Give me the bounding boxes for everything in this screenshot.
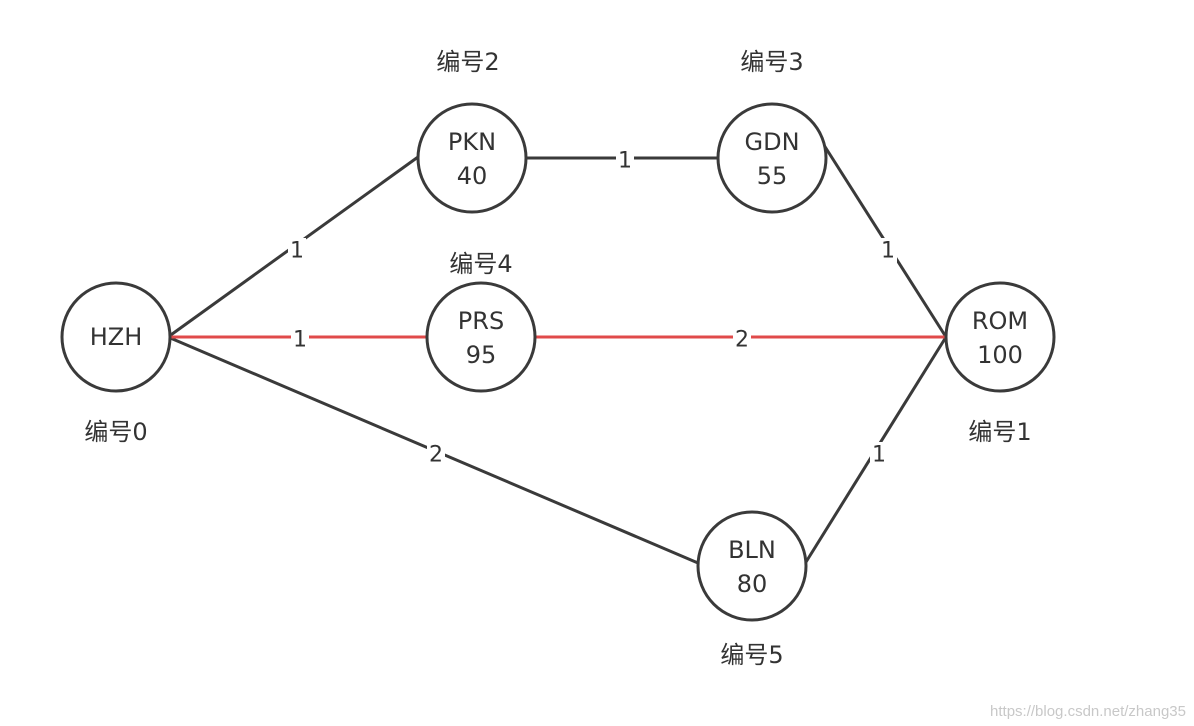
edge-weight-background bbox=[616, 148, 634, 174]
node-circle bbox=[696, 510, 808, 622]
node-id-label-pkn: 编号2 bbox=[436, 48, 499, 76]
edge-weight-pkn-gdn: 1 bbox=[618, 149, 632, 174]
node-pkn: PKN 40 bbox=[416, 102, 528, 214]
edge-weight-hzh-prs: 1 bbox=[293, 328, 307, 353]
edge-weight-gdn-rom: 1 bbox=[881, 239, 895, 264]
node-circle bbox=[425, 281, 537, 393]
node-name: GDN bbox=[744, 128, 799, 156]
weights-layer: 1 1 1 1 2 2 1 bbox=[288, 148, 897, 468]
node-id-label-hzh: 编号0 bbox=[84, 418, 147, 446]
node-id-label-bln: 编号5 bbox=[720, 641, 783, 669]
node-prs: PRS 95 bbox=[425, 281, 537, 393]
node-value: 55 bbox=[757, 162, 788, 190]
node-id-label-gdn: 编号3 bbox=[740, 48, 803, 76]
node-gdn: GDN 55 bbox=[716, 102, 828, 214]
edge-weight-background bbox=[879, 238, 897, 264]
watermark-text: https://blog.csdn.net/zhang35 bbox=[990, 703, 1186, 720]
node-value: 95 bbox=[466, 341, 497, 369]
node-hzh: HZH bbox=[60, 281, 172, 393]
node-name: PRS bbox=[458, 307, 504, 335]
node-bln: BLN 80 bbox=[696, 510, 808, 622]
edge-weight-background bbox=[288, 238, 306, 264]
id-labels-layer: 编号0 编号1 编号2 编号3 编号4 编号5 bbox=[84, 48, 1031, 669]
node-value: 80 bbox=[737, 570, 768, 598]
node-name: BLN bbox=[728, 536, 776, 564]
edge-weight-bln-rom: 1 bbox=[872, 443, 886, 468]
edge-weight-prs-rom: 2 bbox=[735, 328, 749, 353]
edge-weight-background bbox=[427, 442, 445, 468]
edge-weight-hzh-pkn: 1 bbox=[290, 239, 304, 264]
edge-weight-background bbox=[870, 442, 888, 468]
node-name: HZH bbox=[90, 323, 143, 351]
node-id-label-prs: 编号4 bbox=[449, 250, 512, 278]
node-circle bbox=[944, 281, 1056, 393]
node-circle bbox=[716, 102, 828, 214]
node-rom: ROM 100 bbox=[944, 281, 1056, 393]
node-value: 100 bbox=[977, 341, 1023, 369]
edge-weight-hzh-bln: 2 bbox=[429, 443, 443, 468]
edges-layer bbox=[167, 141, 948, 565]
node-id-label-rom: 编号1 bbox=[968, 418, 1031, 446]
node-name: PKN bbox=[448, 128, 496, 156]
node-circle bbox=[60, 281, 172, 393]
edge-weight-background bbox=[291, 327, 309, 353]
node-name: ROM bbox=[972, 307, 1028, 335]
node-circle bbox=[416, 102, 528, 214]
edge-weight-background bbox=[733, 327, 751, 353]
node-value: 40 bbox=[457, 162, 488, 190]
